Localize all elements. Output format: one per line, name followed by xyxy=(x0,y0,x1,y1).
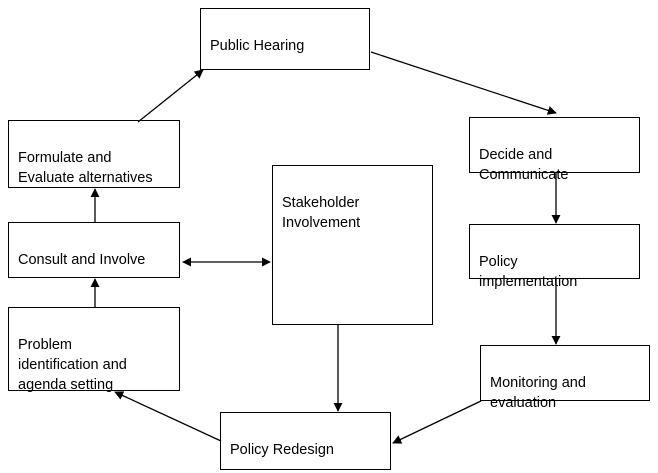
node-decide-and-communicate-label: Decide and Communicate xyxy=(479,147,569,183)
node-problem-identification-and-agenda-setting[interactable]: Problem identification and agenda settin… xyxy=(8,307,180,393)
node-policy-implementation[interactable]: Policy implementation xyxy=(469,224,640,290)
node-formulate-and-evaluate-alternatives[interactable]: Formulate and Evaluate alternatives xyxy=(8,120,180,188)
node-problem-identification-and-agenda-setting-label: Problem identification and agenda settin… xyxy=(18,337,127,393)
node-decide-and-communicate[interactable]: Decide and Communicate xyxy=(469,117,640,183)
node-public-hearing[interactable]: Public Hearing xyxy=(200,8,370,70)
edge-monitoring-to-redesign xyxy=(392,400,482,444)
node-stakeholder-involvement-label: Stakeholder Involvement xyxy=(282,195,361,231)
node-public-hearing-label: Public Hearing xyxy=(210,38,305,54)
node-policy-redesign[interactable]: Policy Redesign xyxy=(220,412,391,470)
node-formulate-and-evaluate-alternatives-label: Formulate and Evaluate alternatives xyxy=(18,150,153,186)
node-stakeholder-involvement[interactable]: Stakeholder Involvement xyxy=(272,165,433,325)
node-monitoring-and-evaluation[interactable]: Monitoring and evaluation xyxy=(480,345,650,411)
node-consult-and-involve-label: Consult and Involve xyxy=(18,252,146,268)
node-consult-and-involve[interactable]: Consult and Involve xyxy=(8,222,180,278)
node-monitoring-and-evaluation-label: Monitoring and evaluation xyxy=(490,375,586,411)
node-policy-implementation-label: Policy implementation xyxy=(479,254,578,290)
edge-formulate-to-public-hearing xyxy=(137,69,204,123)
node-policy-redesign-label: Policy Redesign xyxy=(230,442,334,458)
edge-public-hearing-to-decide xyxy=(370,51,557,115)
